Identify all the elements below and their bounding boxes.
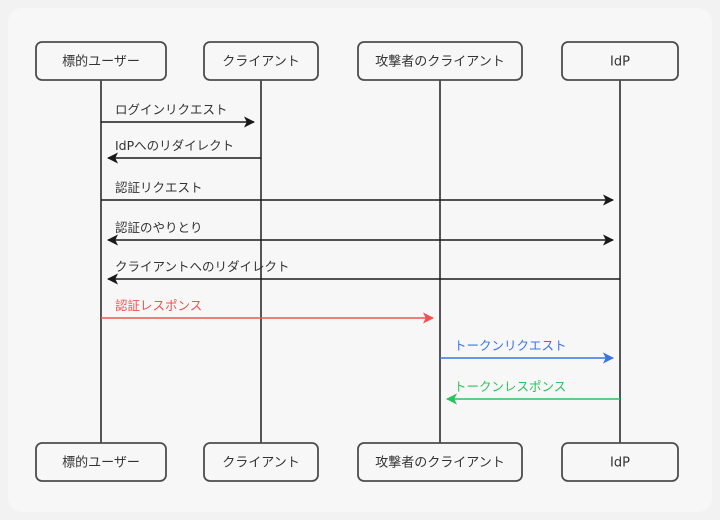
message-label: トークンリクエスト [454, 338, 567, 353]
message-2[interactable]: IdPへのリダイレクト [106, 138, 261, 164]
message-label: トークンレスポンス [454, 379, 566, 394]
participant-box-shape [35, 41, 167, 81]
message-label: 認証リクエスト [115, 180, 203, 195]
message-label: 認証のやりとり [115, 220, 203, 235]
participant-label: IdP [610, 55, 630, 70]
message-7[interactable]: トークンリクエスト [440, 338, 615, 364]
participant-label: IdP [610, 456, 630, 471]
message-6[interactable]: 認証レスポンス [101, 298, 435, 324]
participant-box-attacker-top[interactable]: 攻撃者のクライアント [357, 41, 523, 81]
participant-box-client-top[interactable]: クライアント [203, 41, 319, 81]
participant-box-attacker-bottom[interactable]: 攻撃者のクライアント [357, 442, 523, 482]
messages-layer: ログインリクエスト IdPへのリダイレクト認証リクエスト認証のやりとりクライアント… [101, 102, 620, 405]
participant-label: 攻撃者のクライアント [375, 455, 504, 471]
participant-label: クライアント [222, 456, 299, 471]
message-label: IdPへのリダイレクト [115, 138, 234, 153]
participant-label: 攻撃者のクライアント [375, 54, 504, 70]
message-label: 認証レスポンス [115, 298, 202, 313]
participant-box-client-bottom[interactable]: クライアント [203, 442, 319, 482]
message-4[interactable]: 認証のやりとり [106, 220, 615, 246]
participant-box-idp-bottom[interactable]: IdP [561, 442, 679, 482]
participants-layer: 標的ユーザー標的ユーザークライアントクライアント攻撃者のクライアント攻撃者のクラ… [35, 41, 679, 482]
message-label: クライアントへのリダイレクト [115, 259, 290, 274]
participant-box-user-top[interactable]: 標的ユーザー [35, 41, 167, 81]
diagram-canvas [8, 8, 712, 512]
message-1[interactable]: ログインリクエスト [101, 102, 256, 128]
message-8[interactable]: トークンレスポンス [445, 379, 620, 405]
participant-box-shape [203, 41, 319, 81]
participant-box-user-bottom[interactable]: 標的ユーザー [35, 442, 167, 482]
participant-label: 標的ユーザー [62, 54, 140, 70]
message-5[interactable]: クライアントへのリダイレクト [106, 259, 620, 285]
participant-box-shape [561, 442, 679, 482]
lifelines-layer [100, 80, 621, 443]
participant-box-shape [357, 442, 523, 482]
participant-box-shape [561, 41, 679, 81]
participant-box-shape [357, 41, 523, 81]
participant-box-shape [203, 442, 319, 482]
participant-box-idp-top[interactable]: IdP [561, 41, 679, 81]
message-3[interactable]: 認証リクエスト [101, 180, 615, 206]
participant-label: 標的ユーザー [62, 455, 140, 471]
message-label: ログインリクエスト [115, 102, 228, 117]
participant-box-shape [35, 442, 167, 482]
participant-label: クライアント [222, 55, 299, 70]
